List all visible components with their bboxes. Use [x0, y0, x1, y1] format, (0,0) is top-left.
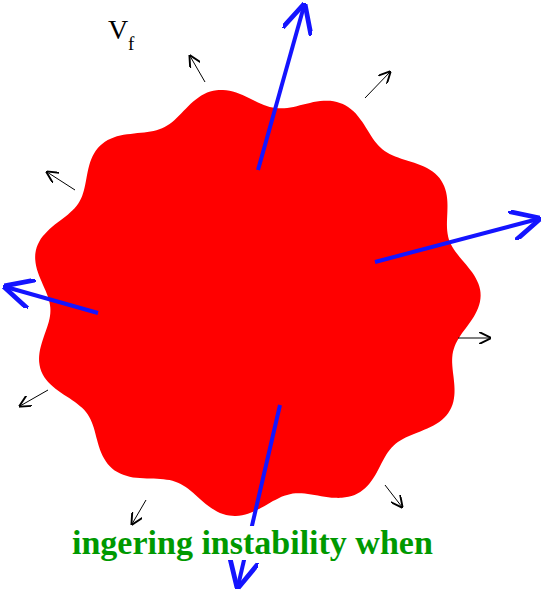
velocity-arrow — [385, 485, 402, 507]
velocity-arrow — [132, 500, 146, 524]
velocity-arrow — [20, 390, 48, 406]
caption: ingering instability when — [70, 526, 435, 560]
finger-growth-arrow — [6, 287, 98, 313]
finger-growth-arrow — [375, 219, 538, 262]
velocity-arrow — [458, 338, 490, 339]
velocity-arrow — [365, 72, 390, 98]
fingering-blob — [35, 90, 480, 516]
finger-growth-arrow — [258, 6, 304, 170]
velocity-subscript: f — [128, 34, 134, 53]
velocity-arrow — [190, 56, 205, 82]
velocity-arrow — [47, 172, 75, 190]
velocity-symbol: V — [108, 16, 128, 44]
